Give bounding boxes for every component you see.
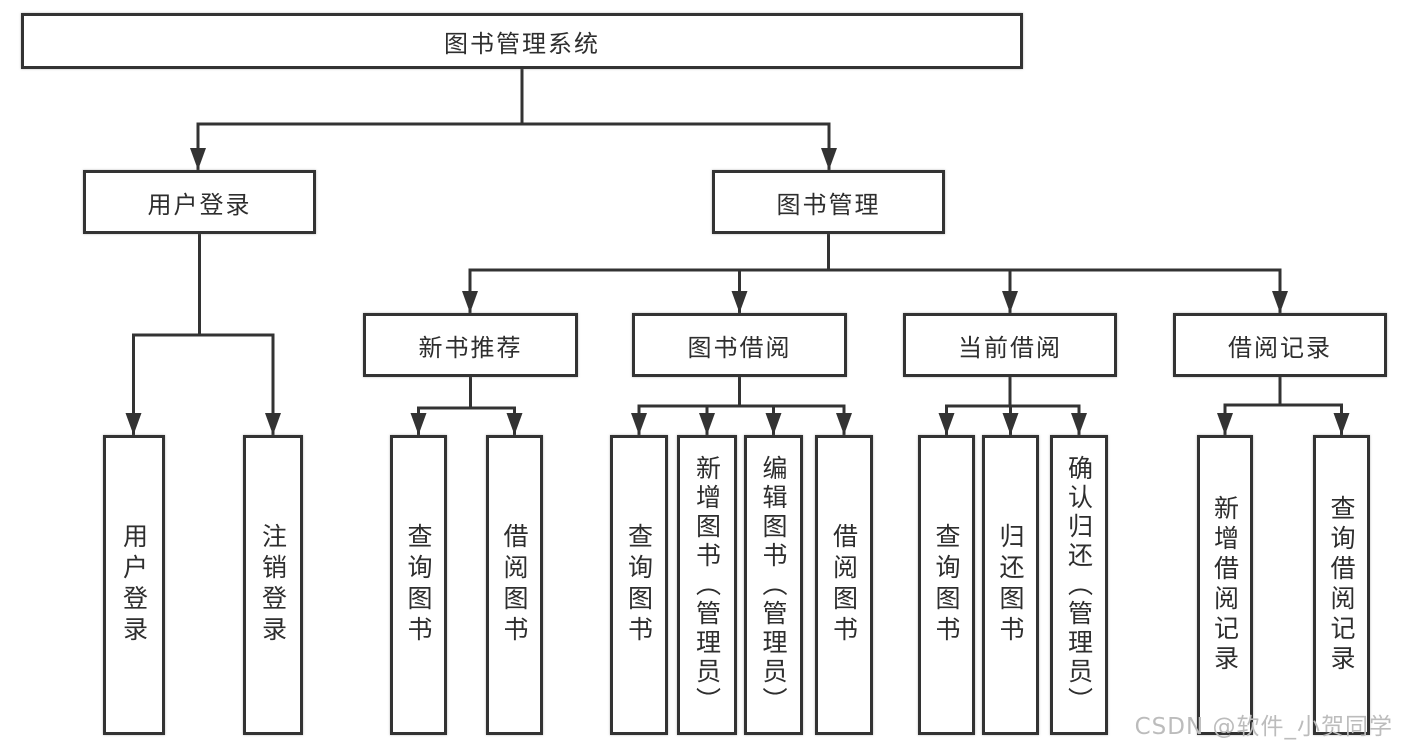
- node-book-borrow: 图书借阅: [632, 313, 847, 377]
- node-current-borrow: 当前借阅: [903, 313, 1117, 377]
- connector-bookmgmt-to-level3: [462, 234, 1288, 313]
- node-leaf-cb-confirm-return: 确认归还（管理员）: [1050, 435, 1108, 735]
- leaf-label: 借阅图书: [500, 523, 529, 647]
- node-leaf-cb-query-book: 查询图书: [918, 435, 975, 735]
- csdn-watermark: CSDN @软件_小贺同学: [1134, 714, 1393, 740]
- node-leaf-bb-edit-book: 编辑图书（管理员）: [744, 435, 803, 735]
- leaf-label: 确认归还（管理员）: [1064, 454, 1094, 716]
- connector-currentborrow-to-leaves: [938, 377, 1087, 435]
- node-borrow-records: 借阅记录: [1173, 313, 1387, 377]
- node-leaf-nbr-borrow-book: 借阅图书: [486, 435, 543, 735]
- leaf-label: 注销登录: [258, 523, 288, 647]
- node-leaf-user-login: 用户登录: [103, 435, 165, 735]
- node-leaf-cb-return-book: 归还图书: [982, 435, 1039, 735]
- leaf-label: 新增图书（管理员）: [692, 454, 722, 716]
- node-user-login-branch: 用户登录: [83, 170, 316, 234]
- connector-root-to-level2: [190, 69, 837, 170]
- node-leaf-br-query-record: 查询借阅记录: [1313, 435, 1370, 735]
- node-leaf-br-add-record: 新增借阅记录: [1197, 435, 1253, 735]
- node-book-management: 图书管理: [712, 170, 945, 234]
- leaf-label: 查询图书: [932, 523, 961, 647]
- connector-bookborrow-to-leaves: [631, 377, 852, 435]
- node-leaf-bb-add-book: 新增图书（管理员）: [677, 435, 737, 735]
- node-leaf-logout: 注销登录: [243, 435, 303, 735]
- leaf-label: 借阅图书: [829, 523, 859, 647]
- node-leaf-nbr-query-book: 查询图书: [390, 435, 447, 735]
- connector-userlogin-to-leaves: [125, 234, 281, 435]
- leaf-label: 新增借阅记录: [1210, 495, 1240, 675]
- leaf-label: 用户登录: [119, 523, 149, 647]
- connector-newbook-to-leaves: [410, 377, 523, 435]
- connector-borrowrecords-to-leaves: [1217, 377, 1350, 435]
- node-leaf-bb-borrow-book: 借阅图书: [815, 435, 873, 735]
- node-leaf-bb-query-book: 查询图书: [610, 435, 668, 735]
- node-root: 图书管理系统: [21, 13, 1023, 69]
- leaf-label: 查询图书: [624, 523, 654, 647]
- leaf-label: 查询图书: [404, 523, 433, 647]
- leaf-label: 查询借阅记录: [1327, 495, 1356, 675]
- leaf-label: 归还图书: [996, 523, 1025, 647]
- node-new-book-recommend: 新书推荐: [363, 313, 578, 377]
- leaf-label: 编辑图书（管理员）: [759, 454, 788, 716]
